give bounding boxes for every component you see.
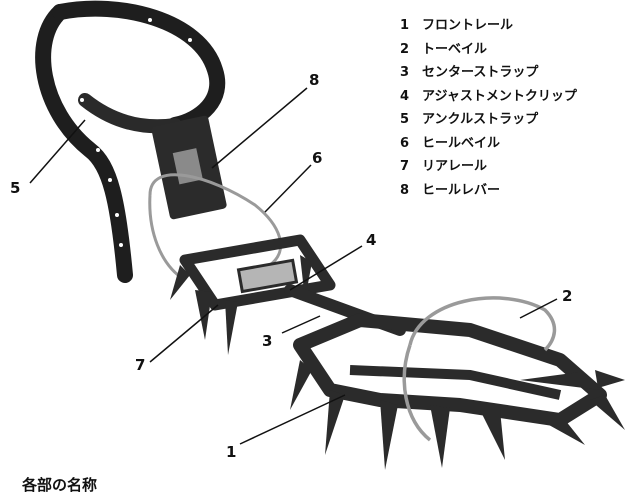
callout-2: 2 (562, 287, 573, 305)
callout-6: 6 (312, 149, 323, 167)
leader-1 (239, 394, 346, 445)
callout-4: 4 (366, 231, 377, 249)
front-frame (293, 313, 607, 427)
ankle-strap-cross (78, 93, 182, 134)
callout-3: 3 (262, 332, 273, 350)
callout-8: 8 (309, 71, 320, 89)
leader-6 (264, 164, 312, 213)
leader-4 (289, 245, 363, 291)
ankle-strap-upper (52, 0, 226, 133)
leader-8 (211, 87, 308, 169)
callout-5: 5 (10, 179, 21, 197)
section-caption: 各部の名称 (22, 476, 98, 494)
rear-frame (179, 234, 336, 311)
leader-7 (149, 304, 219, 363)
toe-bail (408, 296, 557, 352)
leader-2 (519, 298, 558, 319)
adjustment-clip (236, 258, 299, 294)
leader-5 (29, 119, 86, 184)
ankle-strap (35, 4, 133, 283)
callout-7: 7 (135, 356, 146, 374)
callout-1: 1 (226, 443, 237, 461)
leader-3 (281, 315, 321, 334)
